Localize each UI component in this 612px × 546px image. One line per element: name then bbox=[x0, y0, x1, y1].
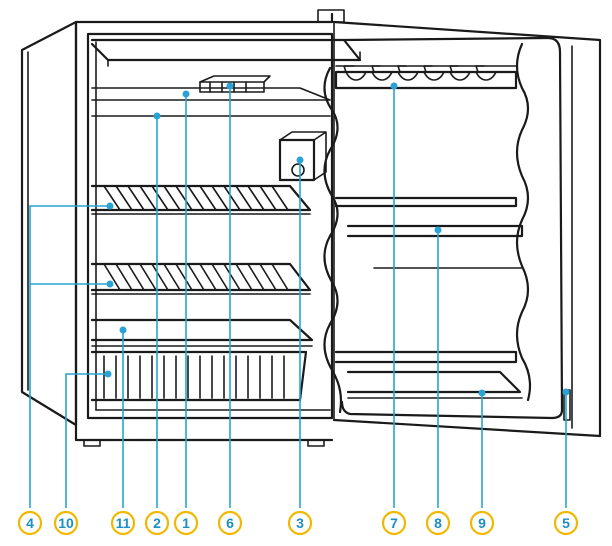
callout-label-3: 3 bbox=[296, 515, 304, 531]
callout-8: 8 bbox=[425, 510, 451, 536]
cabinet-body bbox=[20, 9, 345, 447]
callout-label-10: 10 bbox=[58, 515, 74, 531]
callout-label-11: 11 bbox=[116, 515, 131, 531]
callout-label-7: 7 bbox=[390, 515, 398, 531]
callout-label-8: 8 bbox=[434, 515, 442, 531]
callout-label-5: 5 bbox=[562, 515, 570, 531]
pointer-dot-1 bbox=[182, 90, 190, 98]
callout-6: 6 bbox=[217, 510, 243, 536]
crisper-drawer bbox=[90, 318, 314, 402]
pointer-dot-6 bbox=[226, 82, 234, 90]
interior-compartment bbox=[86, 32, 362, 420]
callout-11: 11 bbox=[110, 510, 136, 536]
pointer-dot-2 bbox=[153, 112, 161, 120]
callout-5: 5 bbox=[553, 510, 579, 536]
pointer-dot-7 bbox=[390, 82, 398, 90]
pointer-dot-10 bbox=[104, 370, 112, 378]
pointer-dot-8 bbox=[434, 226, 442, 234]
callout-7: 7 bbox=[381, 510, 407, 536]
wire-shelf-upper bbox=[90, 184, 312, 215]
callout-label-2: 2 bbox=[153, 515, 161, 531]
callout-label-1: 1 bbox=[182, 515, 190, 531]
leader-lines bbox=[29, 82, 570, 508]
callout-label-9: 9 bbox=[478, 515, 486, 531]
pointer-dot-3 bbox=[296, 156, 304, 164]
pointer-dot-4a bbox=[106, 202, 114, 210]
door bbox=[323, 20, 602, 438]
pointer-dot-4b bbox=[106, 280, 114, 288]
callout-label-6: 6 bbox=[226, 515, 234, 531]
callout-1: 1 bbox=[173, 510, 199, 536]
wire-shelf-lower bbox=[90, 262, 312, 295]
callout-10: 10 bbox=[53, 510, 79, 536]
callouts: 4 10 11 2 1 6 3 7 bbox=[17, 510, 579, 536]
callout-2: 2 bbox=[144, 510, 170, 536]
callout-4: 4 bbox=[17, 510, 43, 536]
callout-label-4: 4 bbox=[26, 515, 34, 531]
callout-9: 9 bbox=[469, 510, 495, 536]
pointer-dot-5 bbox=[562, 388, 570, 396]
pointer-dot-11 bbox=[119, 326, 127, 334]
callout-3: 3 bbox=[287, 510, 313, 536]
pointer-dot-9 bbox=[478, 389, 486, 397]
